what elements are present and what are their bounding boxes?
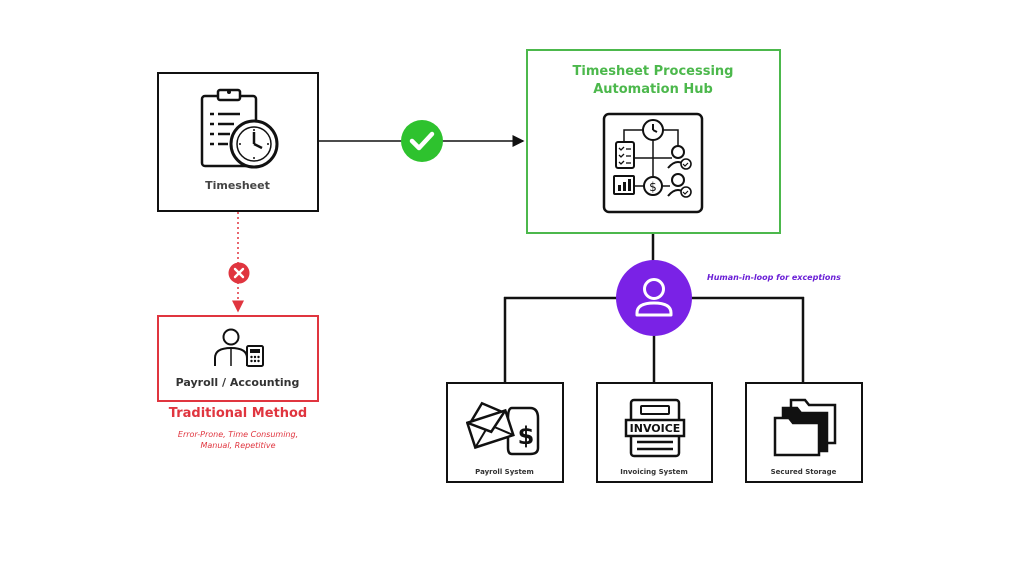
automation-workflow-icon: $ [602,112,704,214]
secured-storage-box: Secured Storage [745,382,863,483]
payroll-accounting-box: Payroll / Accounting [157,315,319,402]
svg-text:$: $ [649,180,657,194]
traditional-method-title: Traditional Method [168,406,308,421]
folders-icon [773,398,837,457]
hub-title-line2: Automation Hub [593,82,713,97]
envelope-dollar-icon: $ [466,401,540,456]
invoice-icon: INVOICE [624,398,686,458]
invoicing-system-box: INVOICE Invoicing System [596,382,713,483]
svg-text:$: $ [518,422,535,450]
traditional-method-desc-line2: Manual, Repetitive [200,441,276,450]
payroll-system-label: Payroll System [475,468,534,476]
x-icon [228,262,250,284]
automation-hub-box: Timesheet Processing Automation Hub $ [526,49,781,234]
payroll-accounting-label: Payroll / Accounting [175,376,300,389]
traditional-method-desc-line1: Error-Prone, Time Consuming, [177,430,299,439]
timesheet-box: Timesheet [157,72,319,212]
payroll-system-box: $ Payroll System [446,382,564,483]
accountant-calculator-icon [214,328,264,367]
timesheet-label: Timesheet [205,179,270,192]
hub-title-line1: Timesheet Processing [572,64,734,79]
human-in-loop-label: Human-in-loop for exceptions [707,273,841,282]
secured-storage-label: Secured Storage [770,468,837,476]
invoice-word: INVOICE [630,422,681,435]
invoicing-system-label: Invoicing System [620,468,688,476]
check-icon [401,120,443,162]
clipboard-clock-icon [200,88,279,169]
user-icon [616,260,692,336]
